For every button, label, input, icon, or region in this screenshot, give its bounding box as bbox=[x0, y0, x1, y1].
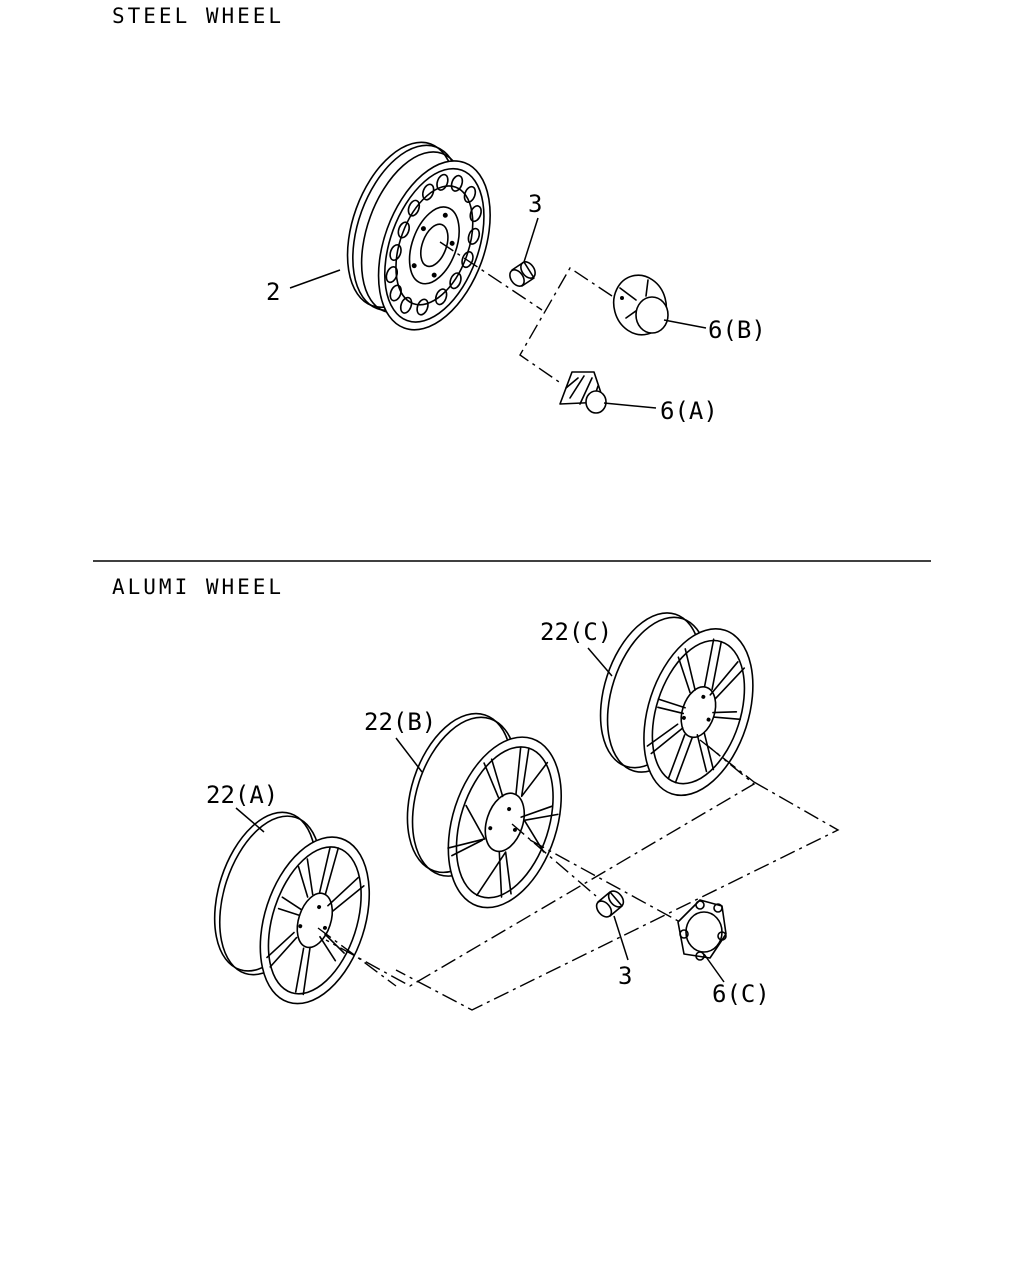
callout-steel-cap-b: 6(B) bbox=[708, 316, 766, 344]
steel-wheel-vent-holes bbox=[385, 173, 482, 316]
steel-wheel bbox=[346, 141, 491, 331]
alumi-wheel-c bbox=[599, 612, 754, 797]
steel-wheel-stud-holes bbox=[411, 212, 455, 278]
callout-steel-nut: 3 bbox=[528, 190, 543, 218]
steel-hub-cap-a-icon bbox=[559, 371, 607, 414]
alumi-wheel-a bbox=[213, 811, 371, 1005]
steel-lug-nut-icon bbox=[509, 261, 536, 287]
alumi-lug-nut-icon bbox=[595, 890, 625, 918]
alumi-wheel-b bbox=[406, 712, 563, 909]
steel-hub-cap-b-icon bbox=[612, 274, 669, 336]
callout-alumi-wheel-c: 22(C) bbox=[540, 618, 613, 646]
callout-alumi-nut: 3 bbox=[618, 962, 633, 990]
callout-steel-cap-a: 6(A) bbox=[660, 397, 718, 425]
alumi-hub-cap-c-icon bbox=[677, 899, 727, 961]
steel-wheel-section-title: STEEL WHEEL bbox=[112, 4, 285, 28]
callout-alumi-wheel-b: 22(B) bbox=[364, 708, 437, 736]
callout-alumi-cap-c: 6(C) bbox=[712, 980, 770, 1008]
alumi-wheel-section-title: ALUMI WHEEL bbox=[112, 575, 285, 599]
callout-alumi-wheel-a: 22(A) bbox=[206, 781, 279, 809]
callout-steel-wheel: 2 bbox=[266, 278, 281, 306]
